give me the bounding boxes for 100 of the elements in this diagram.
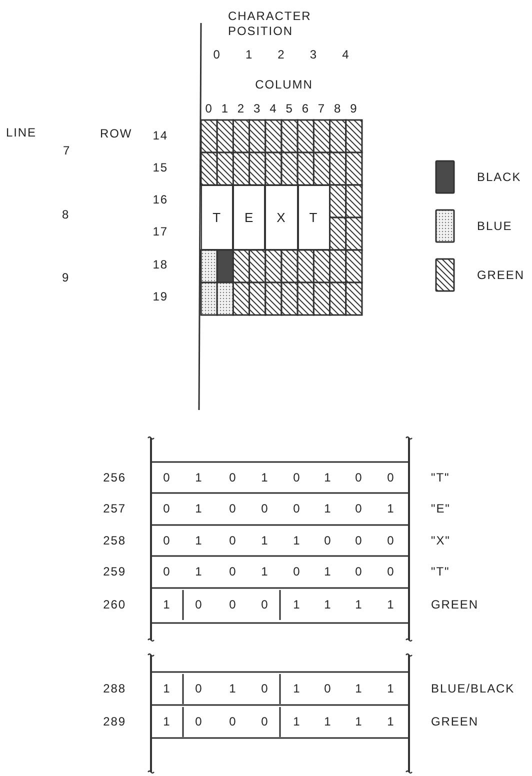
index-number: 3 (254, 102, 262, 116)
bit-value: 0 (261, 682, 269, 696)
byte-comment: "T" (431, 564, 450, 580)
bit-value: 1 (293, 714, 301, 730)
bit-value: 1 (293, 682, 301, 696)
bit-value: 1 (324, 470, 332, 486)
axis-label: LINE (6, 126, 37, 140)
character-cell (298, 185, 330, 250)
bit-value: 1 (229, 682, 237, 696)
character-letter: T (309, 208, 318, 227)
bit-value: 0 (355, 564, 363, 580)
index-number: 6 (302, 102, 310, 116)
character-cell (265, 185, 298, 250)
index-number: 8 (334, 102, 342, 116)
character-letter: T (212, 208, 222, 227)
bit-value: 0 (229, 502, 237, 516)
bit-value: 1 (324, 598, 332, 612)
bit-value: 1 (163, 714, 171, 730)
axis-label: ROW (100, 126, 132, 142)
bit-value: 1 (324, 714, 332, 730)
address-number: 288 (103, 682, 126, 696)
byte-comment: GREEN (431, 714, 478, 730)
byte-comment: GREEN (431, 598, 478, 612)
bit-value: 0 (261, 502, 269, 516)
index-number: 7 (318, 102, 326, 116)
legend-label: BLACK (477, 169, 522, 186)
byte-comment: "E" (431, 502, 450, 516)
bit-value: 0 (293, 470, 301, 486)
bit-value: 0 (355, 502, 363, 516)
bit-value: 1 (195, 534, 203, 548)
bit-value: 0 (261, 598, 269, 612)
bit-value: 0 (195, 598, 203, 612)
index-number: 1 (245, 48, 254, 62)
legend-label: GREEN (477, 267, 524, 284)
bit-value: 1 (195, 470, 203, 486)
bit-value: 1 (293, 598, 301, 612)
bit-value: 0 (293, 564, 301, 580)
bit-value: 0 (387, 534, 395, 548)
bit-value: 0 (261, 714, 269, 730)
index-number: 18 (152, 258, 168, 272)
index-number: 0 (205, 102, 213, 116)
index-number: 15 (152, 160, 168, 176)
bit-value: 1 (355, 682, 363, 696)
bit-value: 1 (387, 682, 395, 696)
bit-value: 0 (293, 502, 301, 516)
byte-comment: BLUE/BLACK (431, 682, 515, 696)
legend-label: BLUE (477, 218, 512, 235)
bit-value: 0 (229, 470, 237, 486)
bit-value: 0 (324, 534, 332, 548)
address-number: 289 (103, 714, 126, 730)
bit-value: 1 (195, 502, 203, 516)
bit-value: 1 (387, 598, 395, 612)
bit-value: 0 (229, 564, 237, 580)
character-letter: E (244, 208, 254, 227)
bit-value: 0 (355, 470, 363, 486)
bit-value: 1 (163, 598, 171, 612)
bit-value: 1 (387, 714, 395, 730)
bit-value: 0 (163, 502, 171, 516)
bit-value: 1 (261, 534, 269, 548)
index-number: 17 (152, 224, 168, 240)
index-number: 19 (152, 290, 168, 304)
bit-value: 0 (387, 564, 395, 580)
index-number: 14 (152, 128, 168, 144)
bit-value: 1 (195, 564, 203, 580)
bit-value: 0 (229, 534, 237, 548)
character-cell (201, 185, 234, 250)
address-number: 260 (103, 598, 126, 612)
axis-heading: CHARACTER POSITION (228, 9, 312, 39)
index-number: 9 (62, 270, 70, 286)
bit-value: 1 (261, 564, 269, 580)
index-number: 8 (62, 208, 70, 222)
bit-value: 1 (355, 598, 363, 612)
character-letter: X (276, 208, 286, 227)
index-number: 1 (221, 102, 229, 116)
byte-comment: "T" (431, 470, 450, 486)
bit-value: 0 (387, 470, 395, 486)
bit-value: 0 (324, 682, 332, 696)
index-number: 0 (213, 48, 221, 62)
bit-value: 0 (163, 470, 171, 486)
bit-value: 1 (293, 534, 301, 548)
bit-value: 1 (324, 564, 332, 580)
address-number: 259 (103, 564, 126, 580)
address-number: 258 (103, 534, 126, 548)
bit-value: 0 (229, 714, 237, 730)
index-number: 4 (270, 102, 278, 116)
index-number: 2 (237, 102, 246, 116)
bit-value: 1 (324, 502, 332, 516)
bit-value: 0 (195, 714, 203, 730)
bit-value: 0 (163, 534, 171, 548)
bit-value: 0 (163, 564, 171, 580)
bit-value: 0 (355, 534, 363, 548)
index-number: 9 (350, 102, 358, 116)
address-number: 257 (103, 502, 126, 516)
character-cell (233, 185, 266, 250)
address-number: 256 (103, 470, 126, 486)
index-number: 3 (310, 48, 318, 62)
index-number: 16 (152, 192, 168, 208)
index-number: 7 (63, 144, 71, 158)
axis-heading: COLUMN (255, 78, 313, 92)
index-number: 4 (342, 48, 350, 62)
